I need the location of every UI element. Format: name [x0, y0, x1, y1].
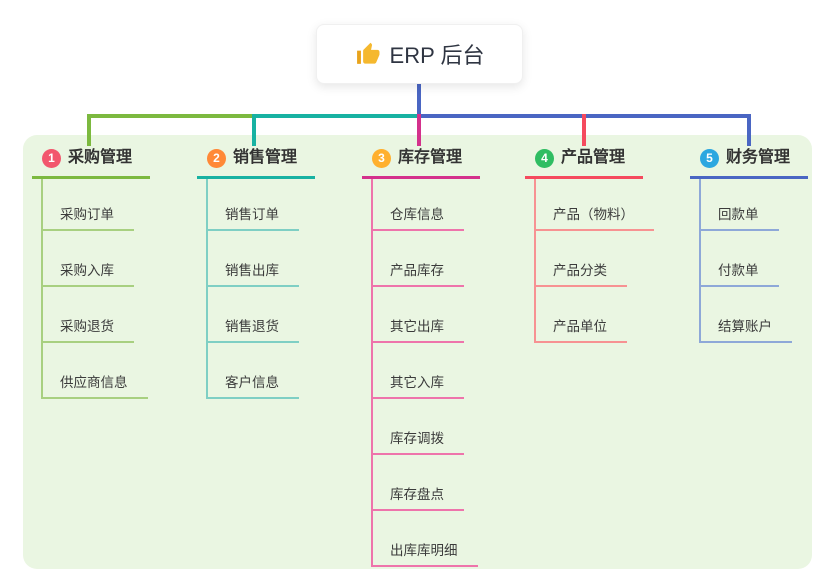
branch-title: 库存管理 — [398, 149, 463, 166]
branch-title: 销售管理 — [233, 149, 298, 166]
child-node[interactable]: 出库库明细 — [373, 511, 478, 567]
child-node[interactable]: 产品库存 — [373, 231, 464, 287]
root-node[interactable]: ERP 后台 — [316, 24, 523, 84]
branch-children: 采购订单 采购入库 采购退货 供应商信息 — [41, 179, 150, 399]
thumbs-up-icon — [355, 41, 381, 67]
child-node[interactable]: 结算账户 — [701, 287, 792, 343]
child-node[interactable]: 库存盘点 — [373, 455, 464, 511]
child-node[interactable]: 采购订单 — [43, 179, 134, 231]
branch-purchase: 1 采购管理 采购订单 采购入库 采购退货 供应商信息 — [32, 147, 150, 399]
branch-title: 采购管理 — [68, 149, 133, 166]
child-node[interactable]: 库存调拨 — [373, 399, 464, 455]
child-node[interactable]: 仓库信息 — [373, 179, 464, 231]
branch-badge: 1 — [42, 148, 61, 168]
child-node[interactable]: 产品单位 — [536, 287, 627, 343]
child-node[interactable]: 其它出库 — [373, 287, 464, 343]
branch-node-finance[interactable]: 5 财务管理 — [690, 147, 808, 179]
mindmap-board — [23, 135, 812, 569]
connector-drop-finance — [747, 114, 751, 146]
branch-badge: 4 — [535, 148, 554, 168]
branch-finance: 5 财务管理 回款单 付款单 结算账户 — [690, 147, 808, 343]
branch-node-inventory[interactable]: 3 库存管理 — [362, 147, 480, 179]
branch-product: 4 产品管理 产品（物料） 产品分类 产品单位 — [525, 147, 654, 343]
child-node[interactable]: 供应商信息 — [43, 343, 148, 399]
root-title: ERP 后台 — [389, 43, 485, 68]
child-node[interactable]: 回款单 — [701, 179, 779, 231]
branch-badge: 2 — [207, 148, 226, 168]
child-node[interactable]: 产品分类 — [536, 231, 627, 287]
connector-root-stem — [417, 84, 421, 118]
child-node[interactable]: 销售退货 — [208, 287, 299, 343]
child-node[interactable]: 采购入库 — [43, 231, 134, 287]
child-node[interactable]: 采购退货 — [43, 287, 134, 343]
connector-drop-sales — [252, 114, 256, 146]
branch-children: 回款单 付款单 结算账户 — [699, 179, 808, 343]
branch-node-product[interactable]: 4 产品管理 — [525, 147, 643, 179]
branch-inventory: 3 库存管理 仓库信息 产品库存 其它出库 其它入库 库存调拨 库存盘点 出库库… — [362, 147, 480, 567]
child-node[interactable]: 销售订单 — [208, 179, 299, 231]
connector-drop-purchase — [87, 114, 91, 146]
branch-badge: 3 — [372, 148, 391, 168]
child-node[interactable]: 其它入库 — [373, 343, 464, 399]
branch-children: 仓库信息 产品库存 其它出库 其它入库 库存调拨 库存盘点 出库库明细 — [371, 179, 480, 567]
connector-drop-inventory — [417, 114, 421, 146]
branch-children: 产品（物料） 产品分类 产品单位 — [534, 179, 654, 343]
branch-node-purchase[interactable]: 1 采购管理 — [32, 147, 150, 179]
branch-node-sales[interactable]: 2 销售管理 — [197, 147, 315, 179]
branch-children: 销售订单 销售出库 销售退货 客户信息 — [206, 179, 315, 399]
branch-title: 产品管理 — [561, 149, 626, 166]
child-node[interactable]: 客户信息 — [208, 343, 299, 399]
child-node[interactable]: 产品（物料） — [536, 179, 654, 231]
child-node[interactable]: 销售出库 — [208, 231, 299, 287]
connector-rail-sales — [254, 114, 419, 118]
branch-sales: 2 销售管理 销售订单 销售出库 销售退货 客户信息 — [197, 147, 315, 399]
child-node[interactable]: 付款单 — [701, 231, 779, 287]
branch-badge: 5 — [700, 148, 719, 168]
branch-title: 财务管理 — [726, 149, 791, 166]
connector-drop-product — [582, 114, 586, 146]
